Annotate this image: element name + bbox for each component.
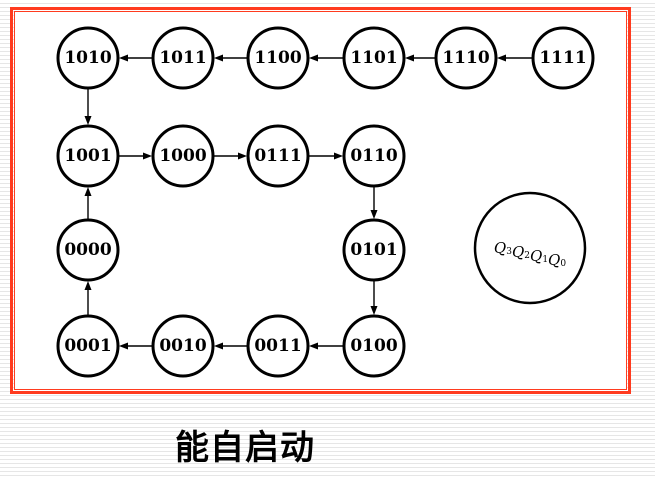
state-node-1100: 1100 [246, 26, 310, 90]
state-label: 1011 [159, 48, 206, 68]
state-circle [342, 314, 406, 378]
legend-subscript: 3 [506, 247, 512, 257]
state-circle [151, 26, 215, 90]
legend-letter: Q [494, 239, 506, 257]
state-node-0011: 0011 [246, 314, 310, 378]
legend-letter: Q [530, 247, 542, 265]
edge-1010-1001 [84, 88, 92, 125]
legend-circle [473, 191, 587, 305]
state-circle [342, 218, 406, 282]
legend-subscript: 1 [542, 255, 548, 265]
state-circle [56, 124, 120, 188]
state-circle [342, 26, 406, 90]
state-node-0000: 0000 [56, 218, 120, 282]
edge-1000-0111 [213, 152, 247, 160]
edge-1011-1010 [119, 54, 153, 62]
arrowhead [238, 152, 247, 160]
arrowhead [309, 54, 318, 62]
arrowhead [334, 152, 343, 160]
state-label: 1101 [350, 48, 397, 68]
edge-0100-0011 [309, 342, 344, 350]
arrowhead [119, 54, 128, 62]
state-node-1101: 1101 [342, 26, 406, 90]
legend-node: Q3Q2Q1Q0 [473, 191, 587, 305]
arrowhead [370, 210, 378, 219]
state-node-0100: 0100 [342, 314, 406, 378]
edge-0010-0001 [119, 342, 153, 350]
state-label: 0101 [350, 240, 397, 260]
arrowhead [214, 54, 223, 62]
legend-label: Q3Q2Q1Q0 [494, 239, 566, 269]
arrowhead [309, 342, 318, 350]
arrowhead [84, 187, 92, 196]
state-circle [531, 26, 595, 90]
state-label: 1001 [64, 146, 111, 166]
legend-subscript: 2 [524, 251, 530, 261]
state-node-0101: 0101 [342, 218, 406, 282]
state-node-0111: 0111 [246, 124, 310, 188]
state-circle [434, 26, 498, 90]
arrowhead [143, 152, 152, 160]
arrowhead [84, 116, 92, 125]
arrowhead [214, 342, 223, 350]
state-label: 1000 [159, 146, 206, 166]
state-node-1111: 1111 [531, 26, 595, 90]
edge-1110-1101 [405, 54, 436, 62]
state-circle [246, 314, 310, 378]
state-label: 0001 [64, 336, 111, 356]
state-label: 1100 [254, 48, 301, 68]
legend-letter: Q [548, 251, 560, 269]
legend-letter: Q [512, 243, 524, 261]
state-circle [342, 124, 406, 188]
arrowhead [497, 54, 506, 62]
state-label: 0011 [254, 336, 301, 356]
edge-0011-0010 [214, 342, 248, 350]
edge-0111-0110 [308, 152, 343, 160]
arrowhead [119, 342, 128, 350]
state-label: 1110 [442, 48, 489, 68]
state-label: 0100 [350, 336, 397, 356]
state-node-0010: 0010 [151, 314, 215, 378]
state-node-1110: 1110 [434, 26, 498, 90]
edge-layer [84, 54, 533, 350]
state-label: 1111 [539, 48, 586, 68]
state-circle [56, 218, 120, 282]
edge-1111-1110 [497, 54, 533, 62]
edge-1101-1100 [309, 54, 344, 62]
state-node-0110: 0110 [342, 124, 406, 188]
state-circle [246, 26, 310, 90]
state-label: 0111 [254, 146, 301, 166]
state-circle [56, 26, 120, 90]
edge-0101-0100 [370, 280, 378, 315]
state-node-1000: 1000 [151, 124, 215, 188]
edge-0001-0000 [84, 281, 92, 316]
state-circle [56, 314, 120, 378]
state-label: 0000 [64, 240, 111, 260]
edge-0110-0101 [370, 186, 378, 219]
edge-1100-1011 [214, 54, 248, 62]
outer-frame [10, 7, 631, 394]
state-node-0001: 0001 [56, 314, 120, 378]
state-circle [246, 124, 310, 188]
state-label: 0010 [159, 336, 206, 356]
state-circle [151, 314, 215, 378]
caption-text: 能自启动 [175, 428, 315, 468]
arrowhead [405, 54, 414, 62]
edge-0000-1001 [84, 187, 92, 220]
arrowhead [84, 281, 92, 290]
state-circle [151, 124, 215, 188]
state-node-1001: 1001 [56, 124, 120, 188]
state-node-1010: 1010 [56, 26, 120, 90]
arrowhead [370, 306, 378, 315]
state-node-1011: 1011 [151, 26, 215, 90]
legend-subscript: 0 [560, 259, 566, 269]
state-label: 1010 [64, 48, 111, 68]
state-label: 0110 [350, 146, 397, 166]
edge-1001-1000 [118, 152, 152, 160]
